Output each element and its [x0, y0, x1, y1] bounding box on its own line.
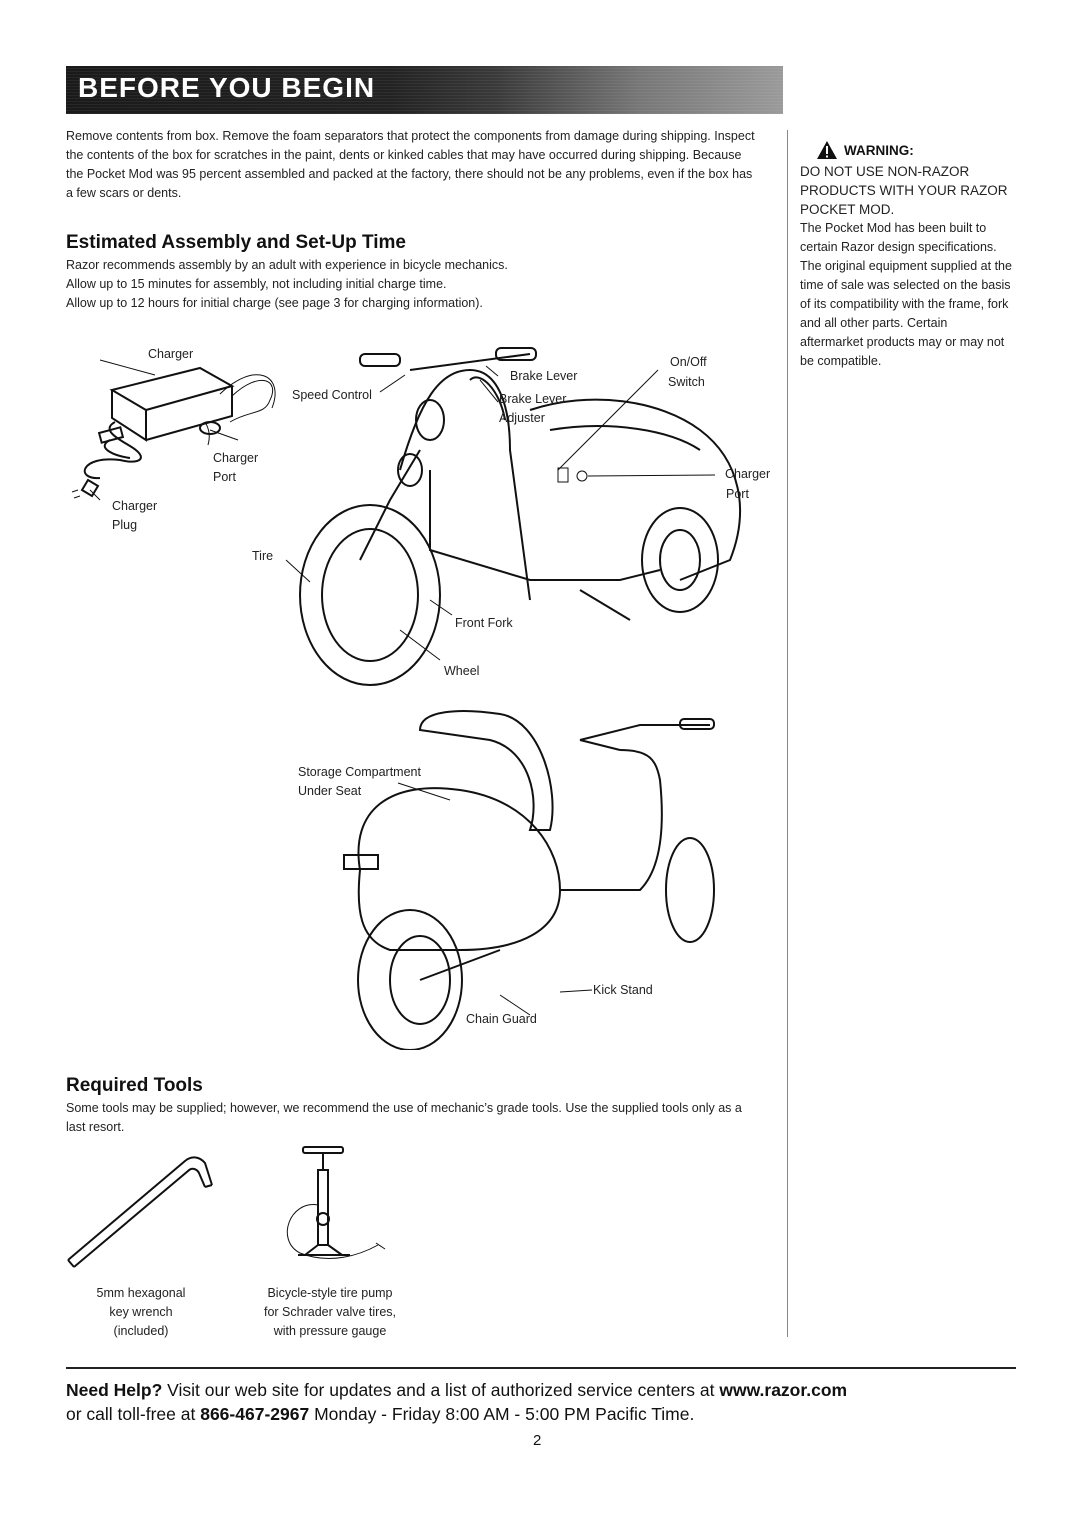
label-charger-port-b: Port	[213, 470, 236, 484]
pump-caption-line: for Schrader valve tires,	[264, 1305, 396, 1319]
pump-caption-line: with pressure gauge	[273, 1324, 387, 1338]
assembly-text: Razor recommends assembly by an adult wi…	[66, 256, 756, 313]
warning-box: WARNING: DO NOT USE NON-RAZOR PRODUCTS W…	[800, 140, 1015, 371]
label-on-off-b: Switch	[668, 375, 705, 389]
charger-illustration	[71, 359, 276, 501]
help-text-1: Visit our web site for updates and a lis…	[162, 1380, 720, 1400]
scooter-rear-illustration	[343, 710, 715, 1050]
intro-paragraph: Remove contents from box. Remove the foa…	[66, 129, 755, 200]
label-tire: Tire	[252, 549, 274, 563]
banner-title: BEFORE YOU BEGIN	[78, 72, 376, 103]
label-side-port-a: Charger	[725, 467, 771, 481]
help-text-2: or call toll-free at	[66, 1404, 201, 1424]
label-charger-plug-a: Charger	[112, 499, 158, 513]
help-lead: Need Help?	[66, 1380, 163, 1400]
label-front-fork: Front Fork	[455, 616, 513, 630]
label-charger-plug-b: Plug	[112, 518, 138, 532]
wrench-caption: 5mm hexagonal key wrench (included)	[96, 1284, 186, 1341]
page-number: 2	[533, 1432, 542, 1449]
warning-body: The Pocket Mod has been built to certain…	[800, 221, 1012, 368]
label-brake-adjuster-a: Brake Lever	[499, 392, 567, 406]
wrench-caption-line: (included)	[113, 1324, 169, 1338]
help-box: Need Help? Visit our web site for update…	[66, 1378, 1021, 1426]
footer-rule	[66, 1367, 1016, 1369]
help-text-3: Monday - Friday 8:00 AM - 5:00 PM Pacifi…	[309, 1404, 695, 1424]
label-on-off-a: On/Off	[670, 355, 707, 369]
hex-wrench-icon	[67, 1156, 213, 1268]
label-storage-b: Under Seat	[298, 784, 362, 798]
scooter-diagram	[71, 347, 741, 1050]
assembly-line: Razor recommends assembly by an adult wi…	[66, 258, 508, 272]
assembly-line: Allow up to 15 minutes for assembly, not…	[66, 277, 447, 291]
warning-caps: DO NOT USE NON-RAZOR PRODUCTS WITH YOUR …	[800, 164, 1008, 217]
scooter-front-illustration	[285, 347, 741, 686]
tools-illustration	[67, 1146, 386, 1268]
tools-intro: Some tools may be supplied; however, we …	[66, 1101, 742, 1134]
assembly-line: Allow up to 12 hours for initial charge …	[66, 296, 483, 310]
column-divider	[787, 130, 788, 1337]
wrench-caption-line: key wrench	[109, 1305, 173, 1319]
label-charger: Charger	[148, 347, 194, 361]
label-brake-lever: Brake Lever	[510, 369, 578, 383]
label-wheel: Wheel	[444, 664, 480, 678]
section-banner: BEFORE YOU BEGIN	[66, 66, 783, 114]
assembly-heading: Estimated Assembly and Set-Up Time	[66, 232, 406, 253]
label-speed-control: Speed Control	[292, 388, 372, 402]
label-kick-stand: Kick Stand	[593, 983, 653, 997]
tools-heading: Required Tools	[66, 1075, 203, 1096]
pump-caption: Bicycle-style tire pump for Schrader val…	[250, 1284, 410, 1341]
label-brake-adjuster-b: Adjuster	[499, 411, 545, 425]
label-storage-a: Storage Compartment	[298, 765, 421, 779]
label-chain-guard: Chain Guard	[466, 1012, 537, 1026]
help-phone[interactable]: 866-467-2967	[200, 1404, 310, 1424]
warning-label: WARNING:	[844, 142, 914, 158]
label-charger-port-a: Charger	[213, 451, 259, 465]
label-side-port-b: Port	[726, 487, 749, 501]
tire-pump-icon	[286, 1146, 386, 1259]
warning-triangle-icon	[817, 141, 837, 159]
wrench-caption-line: 5mm hexagonal	[96, 1286, 186, 1300]
help-url[interactable]: www.razor.com	[719, 1380, 848, 1400]
pump-caption-line: Bicycle-style tire pump	[267, 1286, 393, 1300]
